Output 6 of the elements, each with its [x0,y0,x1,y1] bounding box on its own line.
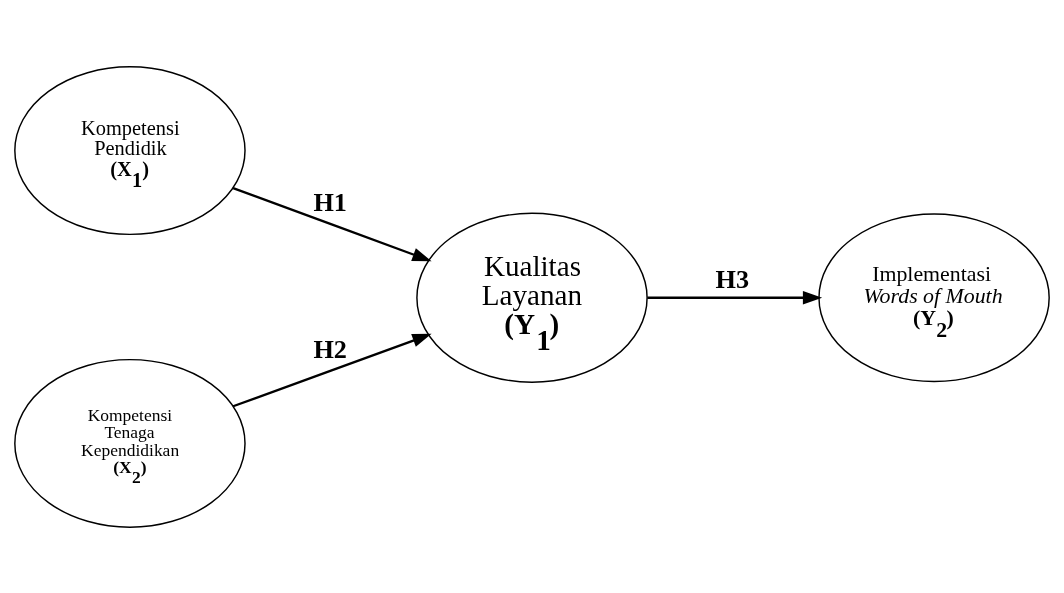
edge-label: H3 [715,264,750,294]
edge-label: H1 [313,187,347,217]
arrow [232,333,432,407]
arrow [647,290,823,304]
edge-label: H2 [313,334,347,364]
arrow [232,186,432,261]
